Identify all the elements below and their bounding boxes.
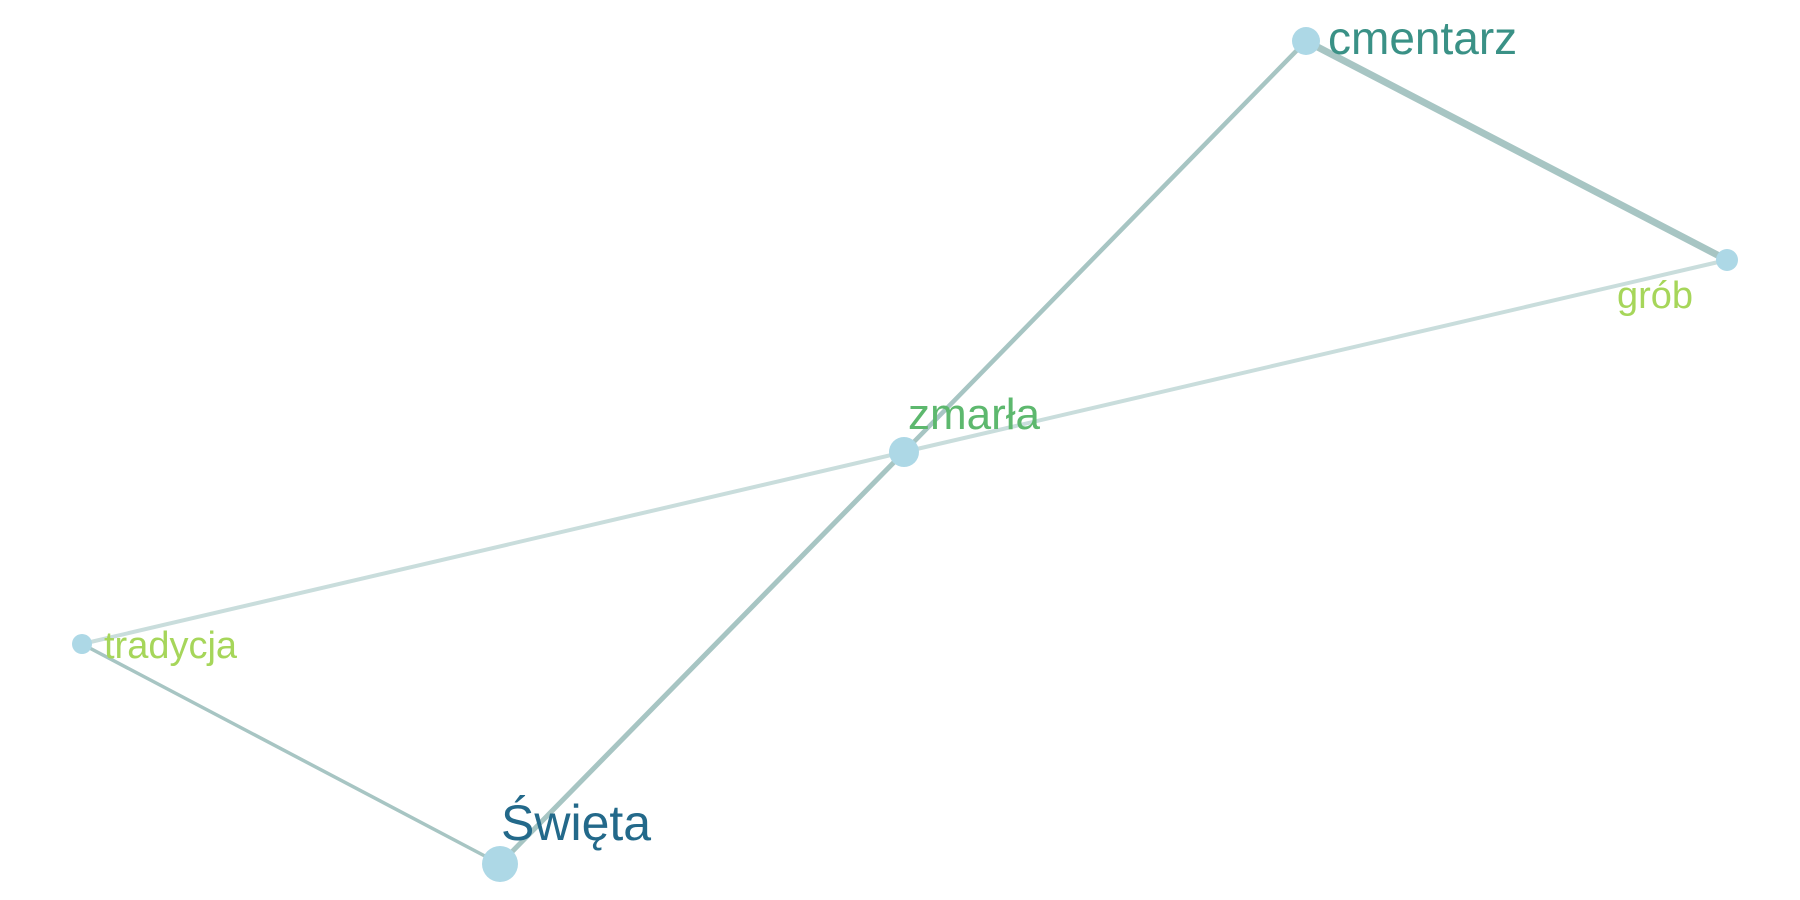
node-zmarla	[889, 437, 919, 467]
node-label-grob: grób	[1617, 275, 1693, 317]
edges-layer	[80, 37, 1731, 867]
node-tradycja	[72, 634, 92, 654]
node-label-tradycja: tradycja	[104, 625, 238, 667]
edge-tradycja-swieta	[80, 642, 502, 866]
nodes-layer	[72, 27, 1738, 882]
node-grob	[1716, 249, 1738, 271]
node-label-zmarla: zmarła	[908, 390, 1041, 439]
node-label-cmentarz: cmentarz	[1328, 12, 1517, 64]
edge-cmentarz-grob	[1302, 37, 1731, 264]
node-swieta	[482, 846, 518, 882]
node-cmentarz	[1292, 27, 1320, 55]
node-label-swieta: Święta	[501, 794, 651, 851]
edge-grob-zmarla	[902, 258, 1729, 454]
edge-zmarla-swieta	[497, 449, 907, 867]
edge-cmentarz-zmarla	[901, 38, 1309, 455]
edge-zmarla-tradycja	[80, 450, 906, 646]
